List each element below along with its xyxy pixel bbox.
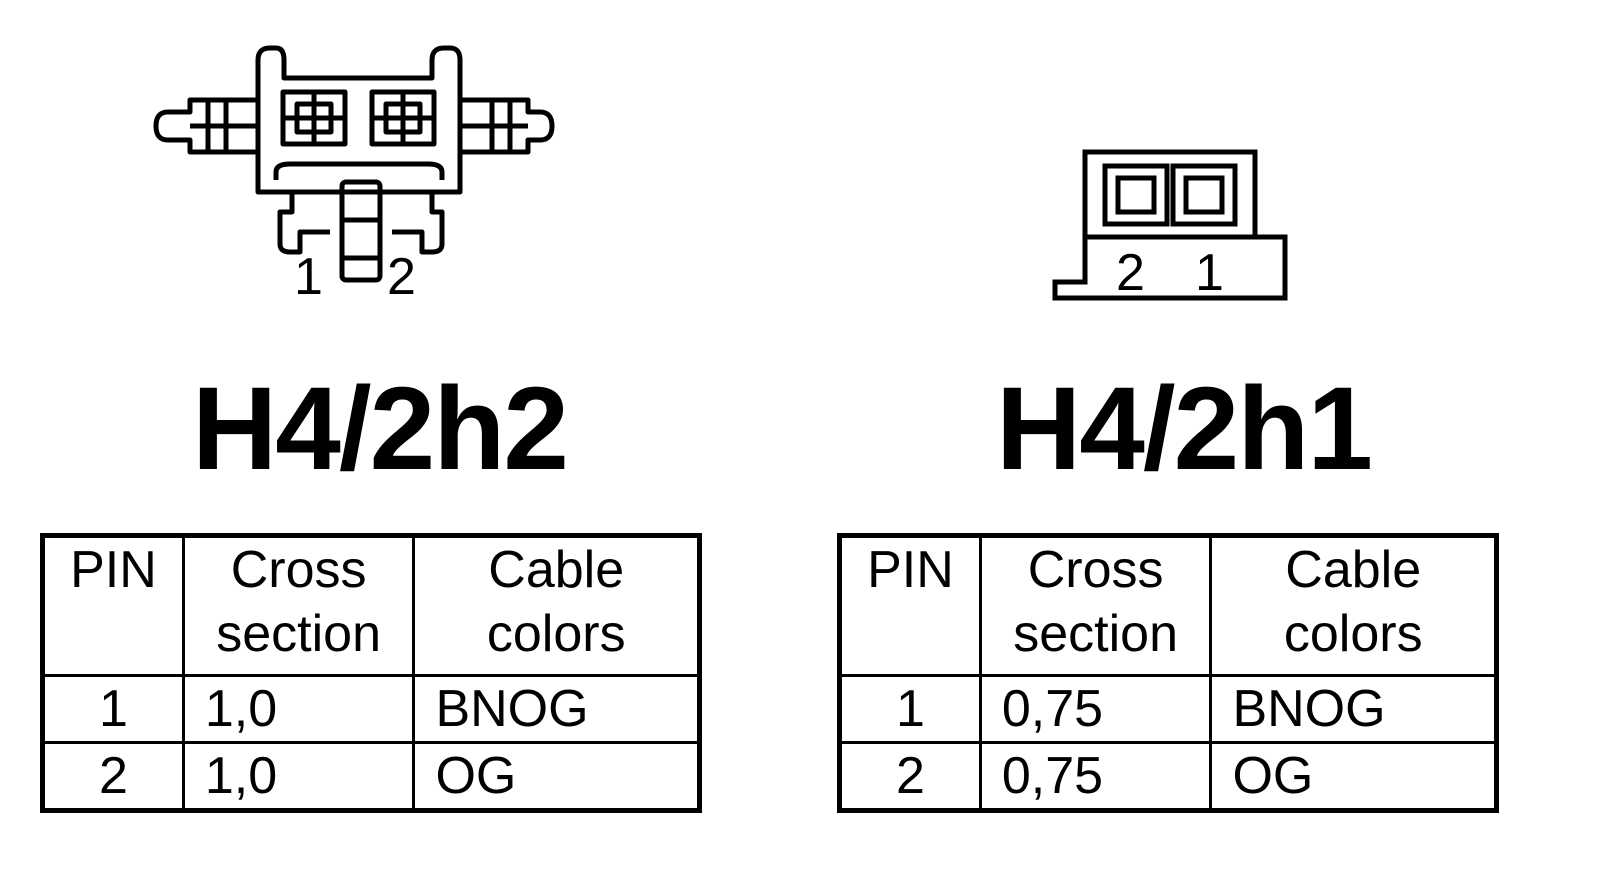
cell-cross-section: 1,0 [181,741,416,812]
header-pin: PIN [838,534,982,677]
cell-cross-section: 0,75 [978,741,1213,812]
cell-cable-color: OG [412,741,701,812]
cell-pin: 2 [838,741,982,812]
cell-cross-section: 1,0 [181,674,416,744]
pin-marker-left: 2 [1116,244,1145,302]
cell-pin: 1 [838,674,982,744]
cell-cable-color: OG [1209,741,1498,812]
pin-marker-right: 1 [1195,244,1224,302]
cell-cable-color: BNOG [1209,674,1498,744]
pin-marker-right: 2 [387,248,416,306]
cell-cable-color: BNOG [412,674,701,744]
table-row: 2 1,0 OG [41,741,701,812]
table-row: 1 1,0 BNOG [41,674,701,744]
cell-pin: 2 [41,741,185,812]
cell-pin: 1 [41,674,185,744]
connector-title: H4/2h1 [996,363,1373,495]
cell-cross-section: 0,75 [978,674,1213,744]
table-row: 1 0,75 BNOG [838,674,1498,744]
pin-marker-left: 1 [294,248,323,306]
table-row: 2 0,75 OG [838,741,1498,812]
connector-h4-2h2-drawing: 1 2 [153,45,555,306]
header-pin: PIN [41,534,185,677]
connector-h4-2h1-drawing: 2 1 [1052,149,1288,302]
connector-title: H4/2h2 [192,363,569,495]
